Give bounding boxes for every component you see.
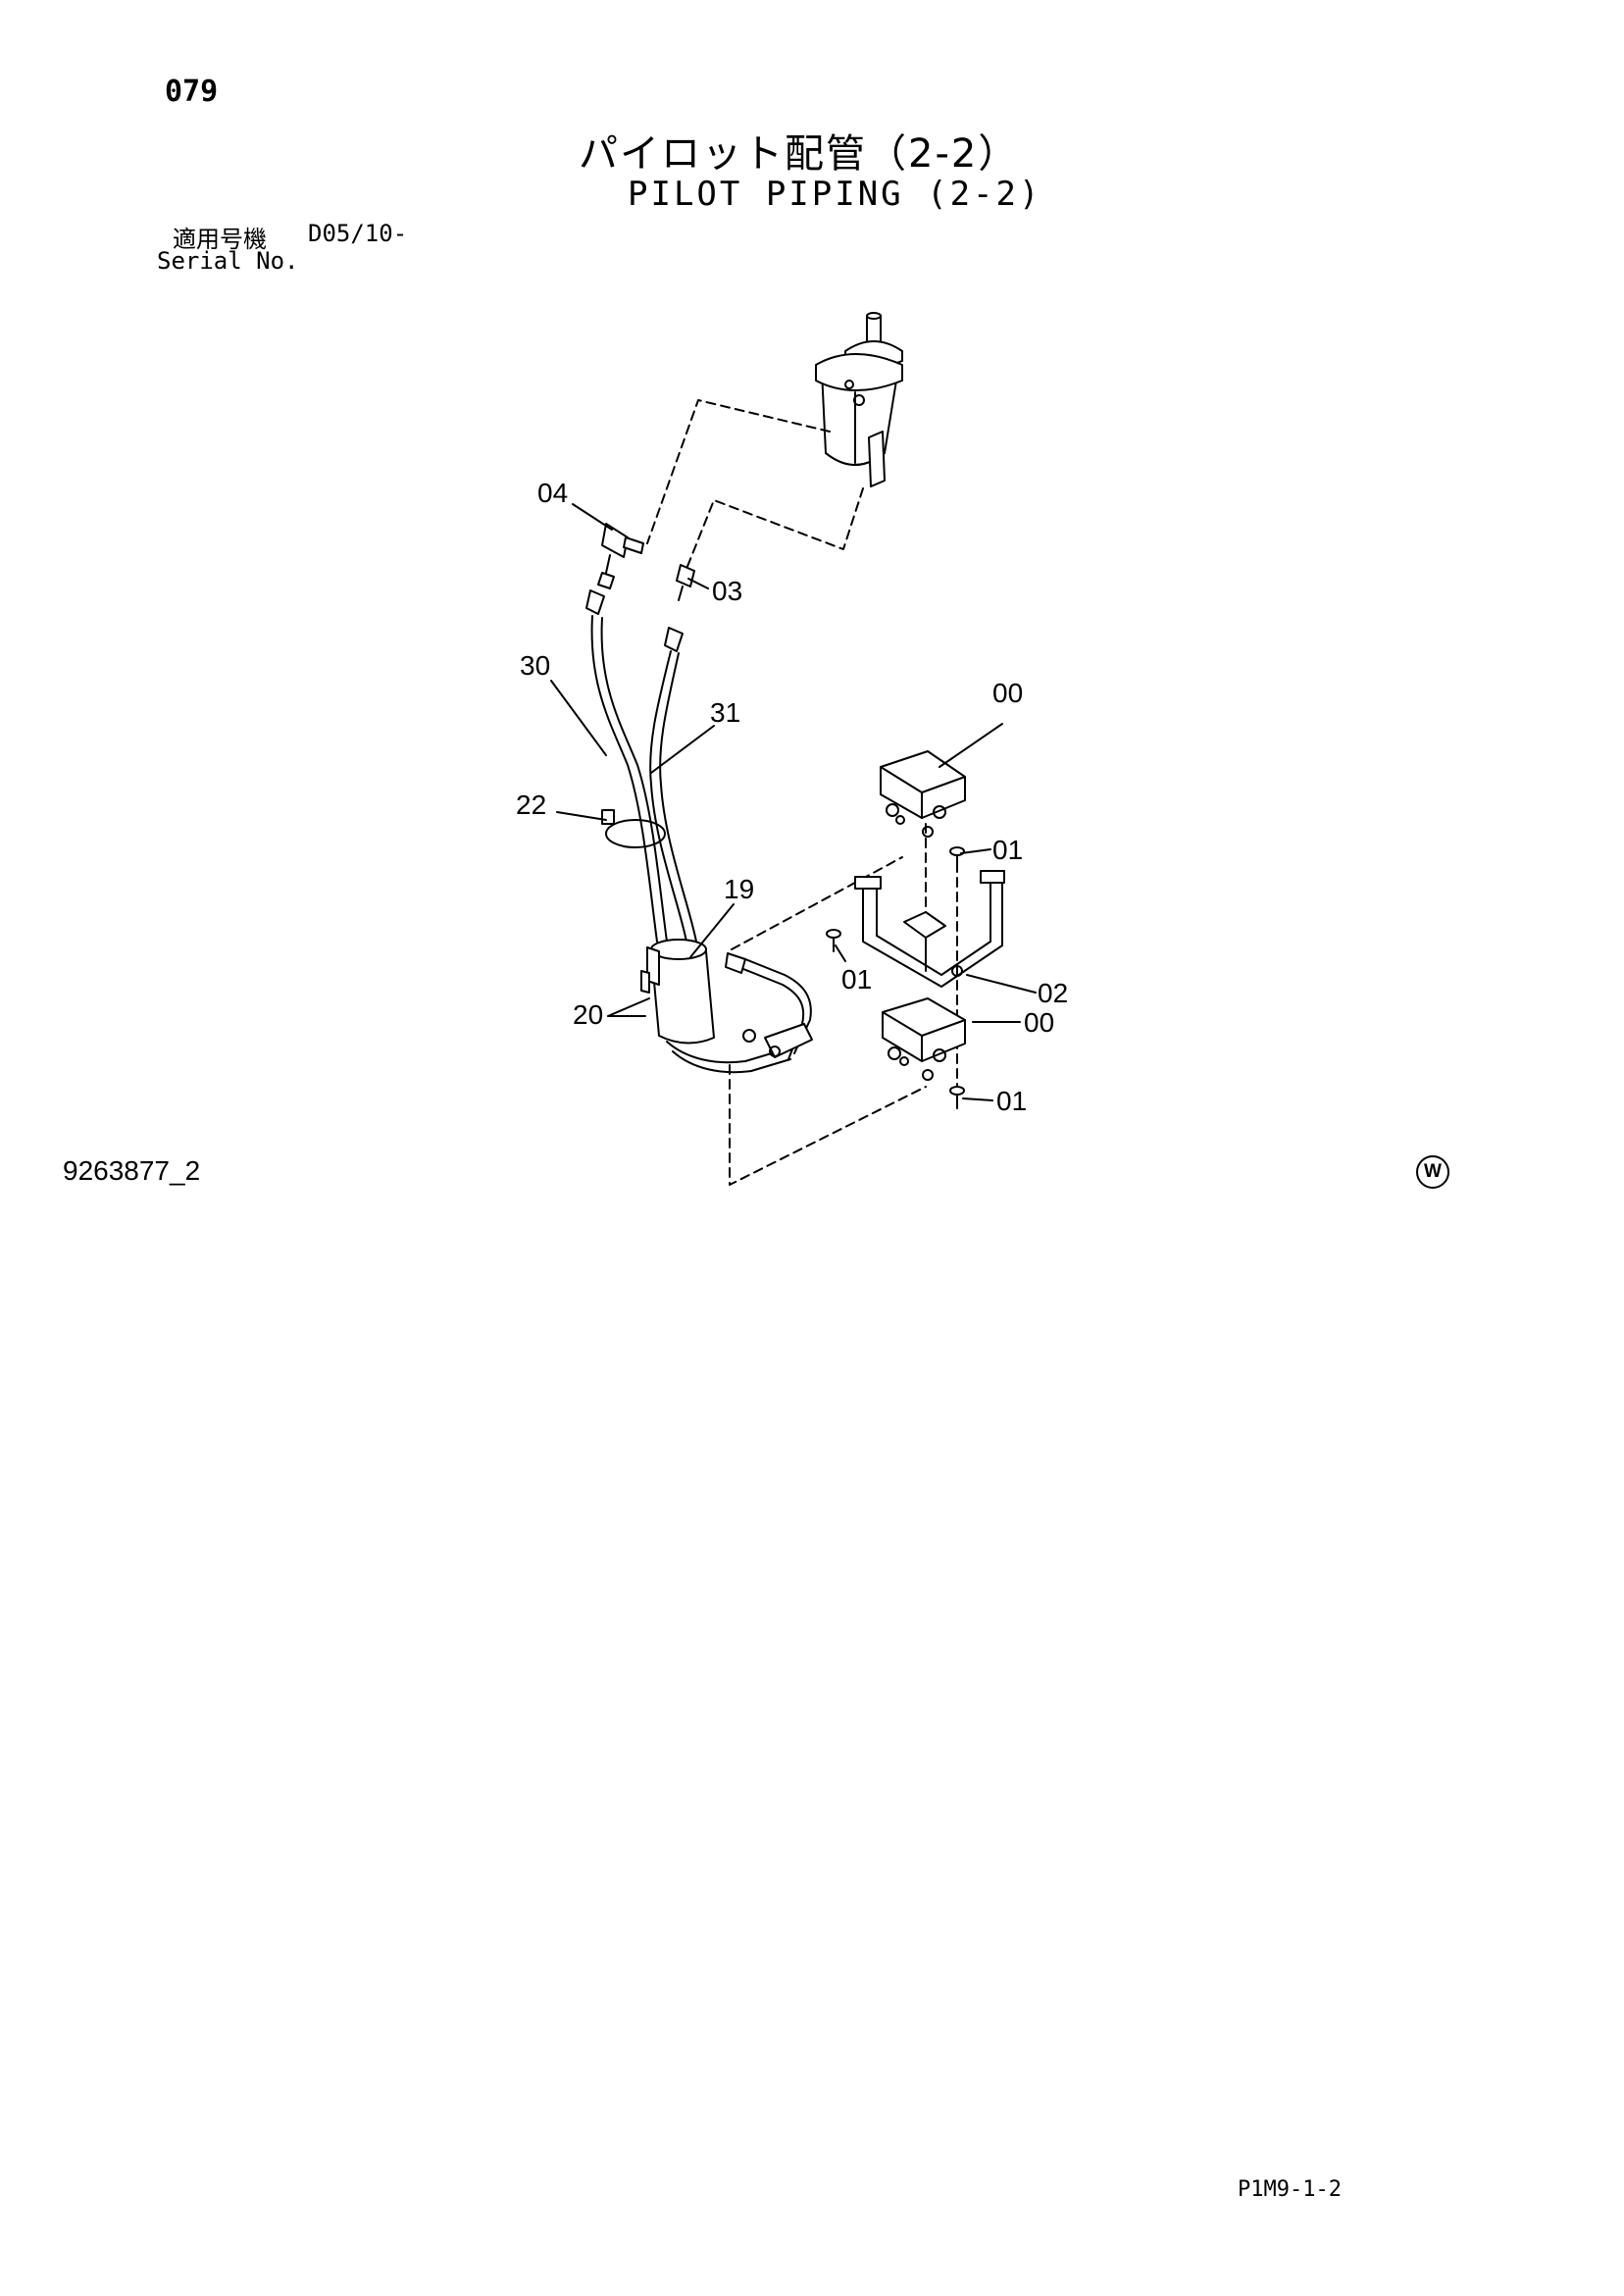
- callout-22: 22: [516, 790, 546, 820]
- callout-01-upper: 01: [992, 835, 1023, 865]
- bolt-left: [826, 929, 841, 952]
- hose-end-fittings: [585, 589, 684, 652]
- hose-31: [649, 650, 697, 943]
- w-mark: W: [1416, 1155, 1449, 1189]
- callout-01-left: 01: [841, 964, 872, 995]
- lower-piping: [666, 952, 813, 1074]
- pilot-valve: [815, 312, 903, 487]
- drawing-number: 9263877_2: [63, 1155, 201, 1186]
- callout-31: 31: [710, 697, 740, 728]
- serial-label-english: Serial No.: [157, 247, 299, 275]
- mount-block-upper: [880, 750, 966, 838]
- page-title-japanese: パイロット配管（2-2）: [579, 131, 1020, 177]
- hose-protector: [640, 939, 715, 1045]
- bolt-upper: [949, 846, 965, 870]
- callout-00-upper: 00: [992, 678, 1023, 708]
- hose-30: [590, 615, 668, 943]
- page-title-english: PILOT PIPING (2-2): [628, 175, 1042, 214]
- callout-30: 30: [520, 650, 550, 681]
- serial-label-japanese: 適用号機: [173, 226, 267, 253]
- serial-value: D05/10-: [308, 220, 408, 247]
- straight-fitting: [676, 564, 695, 601]
- callout-20: 20: [573, 999, 603, 1030]
- elbow-fitting: [597, 523, 644, 589]
- callout-04: 04: [537, 478, 568, 508]
- mount-block-lower: [882, 997, 966, 1081]
- callout-03: 03: [712, 576, 742, 606]
- valve-connection-lines: [646, 399, 864, 570]
- callout-00-lower: 00: [1024, 1007, 1054, 1038]
- leader-lines: [550, 503, 1037, 1101]
- page-number: 079: [165, 75, 219, 109]
- callout-19: 19: [724, 874, 754, 904]
- callout-02: 02: [1038, 978, 1068, 1008]
- bracket: [854, 870, 1005, 988]
- callout-01-lower: 01: [996, 1086, 1027, 1116]
- bolt-lower: [949, 1086, 965, 1109]
- page-code: P1M9-1-2: [1238, 2177, 1342, 2202]
